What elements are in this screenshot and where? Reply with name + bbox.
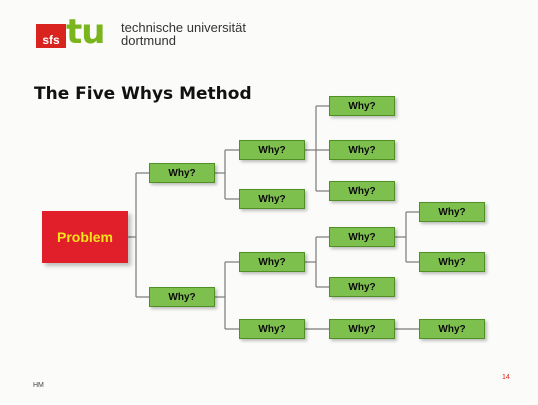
why-node: Why?	[329, 96, 395, 116]
problem-node: Problem	[42, 211, 128, 263]
why-node: Why?	[239, 252, 305, 272]
why-node: Why?	[329, 140, 395, 160]
tu-logo: tu	[66, 12, 105, 52]
why-node: Why?	[329, 227, 395, 247]
slide-title: The Five Whys Method	[34, 84, 252, 104]
university-name-line1: technische universität	[121, 20, 247, 35]
footer-author: HM	[33, 382, 44, 389]
why-node: Why?	[329, 319, 395, 339]
university-name: technische universität dortmund	[121, 21, 246, 47]
why-node: Why?	[329, 277, 395, 297]
why-node: Why?	[419, 202, 485, 222]
why-node: Why?	[149, 287, 215, 307]
university-name-line2: dortmund	[121, 33, 176, 48]
why-node: Why?	[239, 140, 305, 160]
why-node: Why?	[329, 181, 395, 201]
why-node: Why?	[419, 319, 485, 339]
why-node: Why?	[149, 163, 215, 183]
page-number: 14	[502, 374, 510, 381]
why-node: Why?	[239, 189, 305, 209]
sfs-logo: sfs	[36, 24, 66, 48]
why-node: Why?	[419, 252, 485, 272]
why-node: Why?	[239, 319, 305, 339]
